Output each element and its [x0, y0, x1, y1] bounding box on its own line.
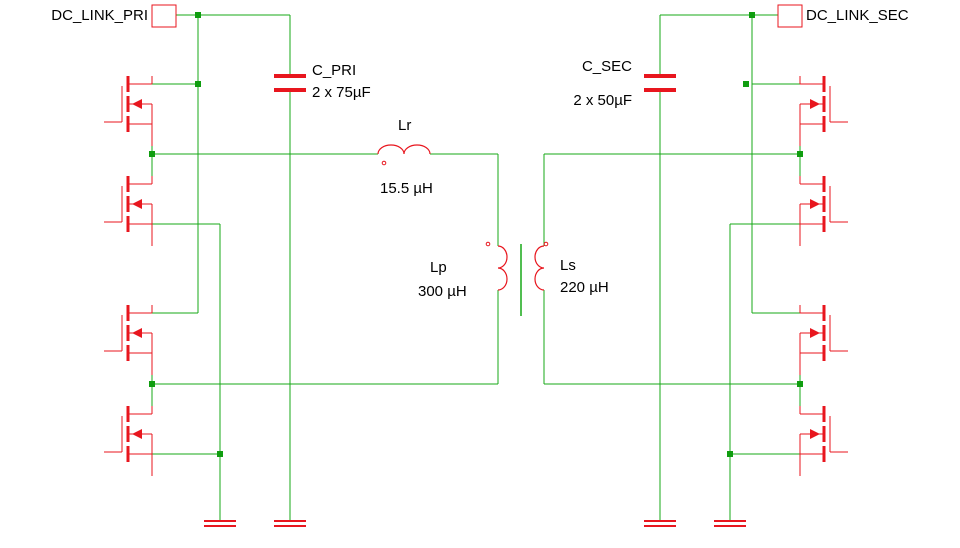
- lr-name: Lr: [398, 117, 411, 134]
- ground-primary-switches: [204, 520, 236, 527]
- c-sec-name: C_SEC: [582, 58, 632, 75]
- transformer-primary-winding[interactable]: Lp 300 µH: [418, 241, 508, 300]
- mosfet-secondary-q7[interactable]: [799, 305, 848, 375]
- c-pri-name: C_PRI: [312, 62, 356, 79]
- mosfet-primary-q4[interactable]: [104, 406, 153, 476]
- ls-name: Ls: [560, 257, 576, 274]
- capacitor-c-pri[interactable]: C_PRI 2 x 75µF: [274, 62, 371, 101]
- mosfet-secondary-q6[interactable]: [799, 176, 848, 246]
- mosfet-primary-q3[interactable]: [104, 305, 153, 375]
- port-dc-link-pri[interactable]: DC_LINK_PRI: [51, 4, 177, 28]
- ground-primary-capacitor: [274, 520, 306, 527]
- junctions: [149, 12, 803, 457]
- ground-symbols: [204, 520, 746, 527]
- ls-value: 220 µH: [560, 279, 609, 296]
- c-sec-value: 2 x 50µF: [573, 92, 632, 109]
- mosfet-group: [104, 76, 848, 476]
- mosfet-secondary-q8[interactable]: [799, 406, 848, 476]
- port-label-primary: DC_LINK_PRI: [51, 7, 148, 24]
- wires: [151, 14, 801, 520]
- c-pri-value: 2 x 75µF: [312, 84, 371, 101]
- mosfet-secondary-q5[interactable]: [799, 76, 848, 146]
- ground-secondary-switches: [714, 520, 746, 527]
- capacitor-c-sec[interactable]: C_SEC 2 x 50µF: [573, 58, 676, 109]
- lr-value: 15.5 µH: [380, 180, 433, 197]
- mosfet-primary-q2[interactable]: [104, 176, 153, 246]
- lp-value: 300 µH: [418, 283, 467, 300]
- transformer-secondary-winding[interactable]: Ls 220 µH: [534, 241, 609, 296]
- inductor-lr[interactable]: Lr 15.5 µH: [377, 117, 433, 197]
- port-label-secondary: DC_LINK_SEC: [806, 7, 909, 24]
- lp-name: Lp: [430, 259, 447, 276]
- port-dc-link-sec[interactable]: DC_LINK_SEC: [777, 4, 909, 28]
- ground-secondary-capacitor: [644, 520, 676, 527]
- mosfet-primary-q1[interactable]: [104, 76, 153, 146]
